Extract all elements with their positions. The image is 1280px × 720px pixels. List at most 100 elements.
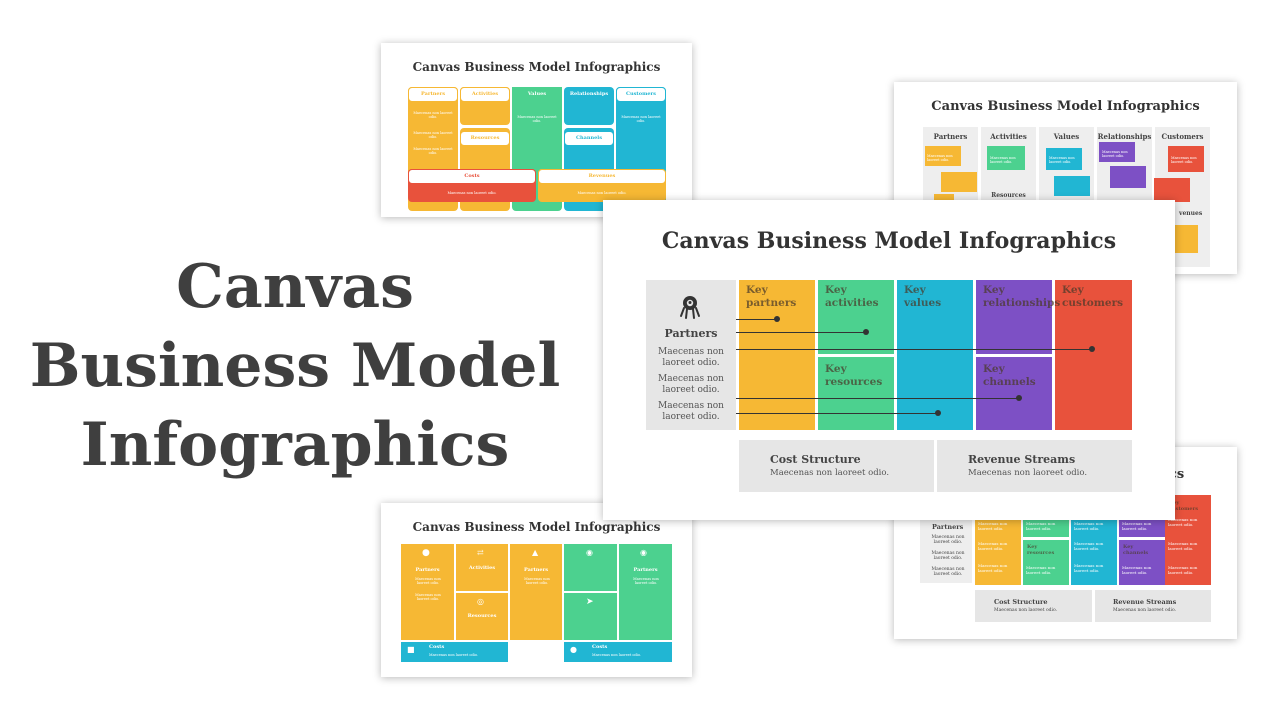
item-text: Maecenas non laoreet odio. <box>415 577 441 585</box>
piggy-bank-icon: ● <box>570 645 577 654</box>
revenue-streams-box <box>1095 590 1211 622</box>
costs-header <box>408 169 536 184</box>
costs-bar <box>401 642 508 662</box>
octopus-person-icon <box>680 296 700 319</box>
cost-structure-box <box>739 440 934 492</box>
slide-main[interactable]: Canvas Business Model Infographics Partn… <box>603 200 1175 520</box>
relationships-block <box>564 87 614 125</box>
cost-structure-title: Cost Structure <box>770 453 861 466</box>
key-values-label: Key values <box>904 284 942 309</box>
revenue-streams-title: Revenue Streams <box>1113 598 1177 606</box>
customers-header <box>616 87 666 102</box>
item-text: Maecenas non laoreet odio. <box>931 535 965 545</box>
note-card <box>1099 142 1135 162</box>
partners-block-3 <box>619 544 672 640</box>
key-values-card <box>897 280 973 430</box>
partner-item: Maecenas non laoreet odio. <box>658 374 724 395</box>
item-text: Maecenas non laoreet odio. <box>1168 565 1198 575</box>
cost-structure-title: Cost Structure <box>994 598 1048 606</box>
item-text: Maecenas non laoreet odio. <box>927 154 953 162</box>
connector-dot <box>935 410 941 416</box>
col-label: Relationships <box>569 91 609 97</box>
item-text: Maecenas non laoreet odio. <box>413 111 453 119</box>
key-customers-card <box>1055 280 1132 430</box>
item-text: Maecenas non laoreet odio. <box>931 551 965 561</box>
key-channels-card <box>976 357 1052 430</box>
activities-header <box>460 87 510 102</box>
item-text: Maecenas non laoreet odio. <box>1102 150 1128 158</box>
note-card <box>1168 146 1204 172</box>
item-text: Maecenas non laoreet odio. <box>1122 521 1152 531</box>
revenues-text: Maecenas non laoreet odio. <box>577 191 627 195</box>
connector-line <box>736 412 938 415</box>
col-label: Customers <box>1161 132 1204 141</box>
connector-dot <box>1089 346 1095 352</box>
resources-label: Resources <box>467 613 497 619</box>
partners-block <box>401 544 454 640</box>
block-label: Partners <box>415 567 440 573</box>
item-text: Maecenas non laoreet odio. <box>621 115 661 123</box>
col-label: Activities <box>990 132 1027 141</box>
costs-text: Maecenas non laoreet odio. <box>429 653 479 657</box>
item-text: Maecenas non laoreet odio. <box>978 541 1008 551</box>
block-label: Partners <box>633 567 658 573</box>
item-text: Maecenas non laoreet odio. <box>415 593 441 601</box>
costs-text: Maecenas non laoreet odio. <box>592 653 642 657</box>
key-customers-label: Key customers <box>1062 284 1124 309</box>
block-label: Partners <box>523 567 549 573</box>
col-label: Values <box>527 91 547 97</box>
item-text: Maecenas non laoreet odio. <box>1049 156 1075 164</box>
cost-structure-box <box>975 590 1092 622</box>
item-text: Maecenas non laoreet odio. <box>1168 517 1198 527</box>
item-text: Maecenas non laoreet odio. <box>1074 541 1104 551</box>
activities-block <box>456 544 508 591</box>
revenue-streams-text: Maecenas non laoreet odio. <box>968 468 1088 478</box>
partners-label: Partners <box>664 327 718 340</box>
chat-icon: ◉ <box>586 548 593 557</box>
channels-label: Key channels <box>1123 544 1149 556</box>
key-partners-card <box>739 280 815 430</box>
connector-line <box>736 331 866 334</box>
revenue-streams-text: Maecenas non laoreet odio. <box>1113 608 1177 613</box>
resources-label: Resources <box>470 135 500 141</box>
costs-label: Costs <box>464 173 480 179</box>
slide-thumbnail-top-left[interactable]: Canvas Business Model Infographics Partn… <box>381 43 692 217</box>
key-activities-label: Key activities <box>825 284 879 309</box>
item-text: Maecenas non laoreet odio. <box>978 521 1008 531</box>
revenues-label-partial: venues <box>1179 210 1203 217</box>
note-card <box>1110 166 1146 188</box>
costs-label: Costs <box>429 644 445 650</box>
note-card <box>941 172 977 192</box>
green-block-top <box>564 544 617 591</box>
item-text: Maecenas non laoreet odio. <box>1026 565 1056 575</box>
channels-header <box>564 131 614 146</box>
revenues-header <box>538 169 666 184</box>
col-label: Partners <box>933 132 968 141</box>
target-icon: ◎ <box>477 597 484 606</box>
revenues-label: Revenues <box>588 173 616 179</box>
key-resources-card <box>818 357 894 430</box>
partner-item: Maecenas non laoreet odio. <box>658 347 724 368</box>
note-card <box>1046 148 1082 170</box>
connector-line <box>736 348 1092 351</box>
send-icon: ➤ <box>586 597 594 607</box>
connector-dot <box>774 316 780 322</box>
channels-block <box>1119 540 1165 585</box>
note-card <box>934 194 954 200</box>
revenue-streams-box <box>937 440 1132 492</box>
connector-dot <box>863 329 869 335</box>
costs-bar-2 <box>564 642 672 662</box>
key-channels-label: Key channels <box>983 363 1036 388</box>
item-text: Maecenas non laoreet odio. <box>1171 156 1197 164</box>
channels-label: Channels <box>575 135 603 141</box>
note-card <box>925 146 961 166</box>
costs-label: Costs <box>592 644 608 650</box>
slide-thumbnail-bottom-left[interactable]: Canvas Business Model Infographics Partn… <box>381 503 692 677</box>
partner-item: Maecenas non laoreet odio. <box>658 401 724 422</box>
key-relationships-card <box>976 280 1052 354</box>
resources-label: Resources <box>991 192 1026 199</box>
item-text: Maecenas non laoreet odio. <box>517 115 557 123</box>
col-label: Values <box>1053 132 1080 141</box>
green-block-bottom <box>564 593 617 640</box>
user-icon: ● <box>422 548 430 558</box>
